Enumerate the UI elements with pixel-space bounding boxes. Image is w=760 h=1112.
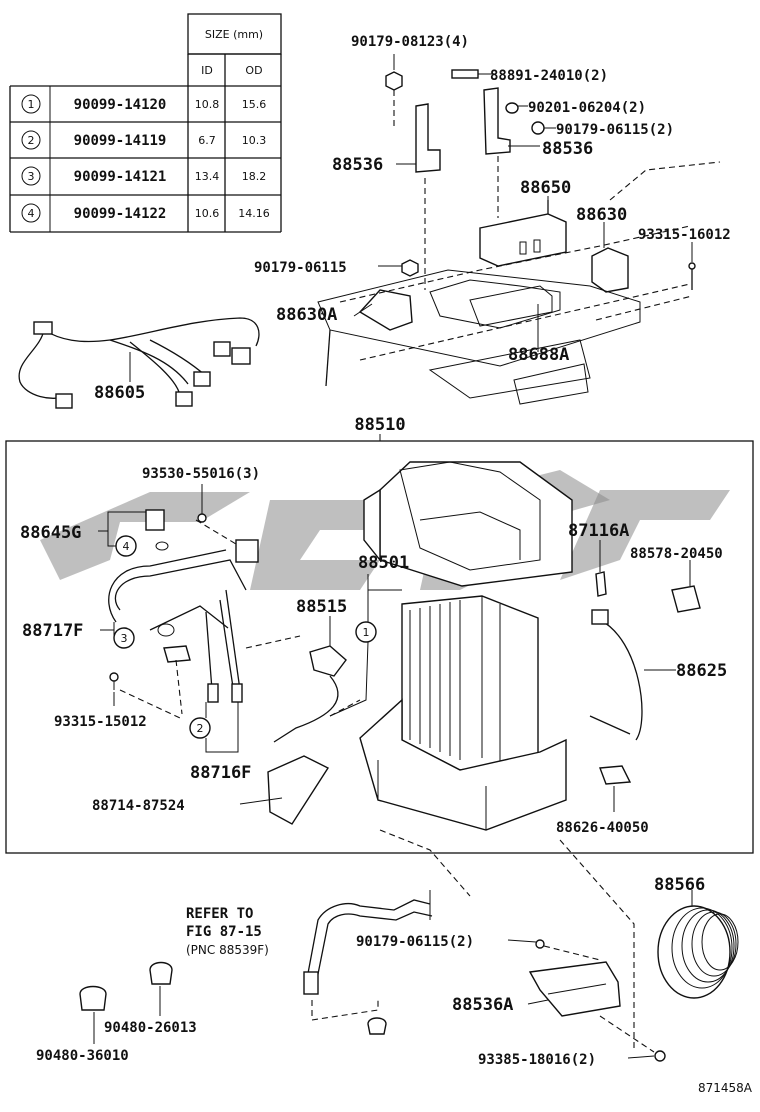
nut-icon <box>401 259 419 277</box>
bracket-icon <box>415 103 441 173</box>
table-row-od: 15.6 <box>242 98 267 111</box>
part-label-90179-06115-2: 90179-06115(2) <box>556 122 674 138</box>
part-label-87116A: 87116A <box>568 521 629 541</box>
servo-motor-icon <box>358 289 413 331</box>
washer-icon <box>505 102 519 114</box>
table-row-num: 2 <box>28 134 35 147</box>
part-label-88716F: 88716F <box>190 763 251 783</box>
table-row-num: 4 <box>28 207 35 220</box>
part-label-88510: 88510 <box>354 415 405 435</box>
part-label-90179-06115: 90179-06115 <box>254 260 347 276</box>
table-header-od: OD <box>245 64 262 77</box>
part-label-88891-24010: 88891-24010(2) <box>490 68 608 84</box>
table-row-od: 18.2 <box>242 170 267 183</box>
part-label-93315-15012: 93315-15012 <box>54 714 147 730</box>
part-label-88714-87524: 88714-87524 <box>92 798 185 814</box>
table-row-od: 14.16 <box>238 207 270 220</box>
part-label-88717F: 88717F <box>22 621 83 641</box>
table-row-part: 90099-14121 <box>74 169 167 185</box>
pressure-switch-icon <box>145 509 165 531</box>
bottom-assembly: REFER TO FIG 87-15 (PNC 88539F) 88566 90… <box>36 829 753 1095</box>
part-label-88578-20450: 88578-20450 <box>630 546 723 562</box>
connector-icon <box>671 585 701 613</box>
hose-size-marker: 2 <box>197 722 204 735</box>
assembly-frame <box>5 440 754 854</box>
part-label-88536: 88536 <box>332 155 383 175</box>
nut-icon <box>385 71 403 91</box>
duct-icon <box>657 905 731 999</box>
part-label-88645G: 88645G <box>20 523 81 543</box>
part-label-88650: 88650 <box>520 178 571 198</box>
part-label-88515: 88515 <box>296 597 347 617</box>
part-label-88536A: 88536A <box>452 995 513 1015</box>
hose-size-marker: 4 <box>123 540 130 553</box>
top-assembly: 90179-08123(4) 88891-24010(2) 90201-0620… <box>18 34 731 409</box>
drain-hose-icon <box>305 899 431 985</box>
table-header-id: ID <box>201 64 213 77</box>
part-label-90480-26013: 90480-26013 <box>104 1020 197 1036</box>
part-label-88630A: 88630A <box>276 305 337 325</box>
part-label-88688A: 88688A <box>508 345 569 365</box>
figure-id: 871458A <box>698 1081 753 1095</box>
nut-icon <box>531 121 545 135</box>
part-label-93385-18016: 93385-18016(2) <box>478 1052 596 1068</box>
table-row-id: 6.7 <box>198 134 216 147</box>
grommet-icon <box>367 1017 387 1035</box>
part-label-88630: 88630 <box>576 205 627 225</box>
part-label-90201-06204: 90201-06204(2) <box>528 100 646 116</box>
table-row-num: 3 <box>28 170 35 183</box>
wiring-harness-icon <box>43 317 260 347</box>
table-row-id: 10.6 <box>195 207 220 220</box>
part-label-88536: 88536 <box>542 139 593 159</box>
part-label-90480-36010: 90480-36010 <box>36 1048 129 1064</box>
part-label-93530-55016: 93530-55016(3) <box>142 466 260 482</box>
filter-icon <box>267 755 330 825</box>
grommet-icon <box>149 961 173 985</box>
part-label-88626-40050: 88626-40050 <box>556 820 649 836</box>
servo-motor-icon <box>591 247 629 293</box>
part-label-88605: 88605 <box>94 383 145 403</box>
table-row-num: 1 <box>28 98 35 111</box>
table-row-part: 90099-14119 <box>74 133 167 149</box>
bracket-icon <box>483 87 511 155</box>
evaporator-icon <box>401 595 539 771</box>
table-row-id: 10.8 <box>195 98 220 111</box>
hose-size-marker: 3 <box>121 632 128 645</box>
table-row-part: 90099-14122 <box>74 206 167 222</box>
reference-note: (PNC 88539F) <box>186 943 269 957</box>
part-label-90179-08123: 90179-08123(4) <box>351 34 469 50</box>
reference-note: REFER TO <box>186 906 253 922</box>
table-header-size: SIZE (mm) <box>205 28 263 41</box>
part-label-93315-16012: 93315-16012 <box>638 227 731 243</box>
hose-size-marker: 1 <box>363 626 370 639</box>
hose-size-table: SIZE (mm) ID OD 1 90099-14120 10.8 15.6 … <box>9 13 282 233</box>
part-label-88625: 88625 <box>676 661 727 681</box>
reference-note: FIG 87-15 <box>186 924 262 940</box>
expansion-valve-icon <box>309 645 347 677</box>
table-row-part: 90099-14120 <box>74 97 167 113</box>
resistor-icon <box>479 213 567 267</box>
table-row-id: 13.4 <box>195 170 220 183</box>
part-label-90179-06115-2: 90179-06115(2) <box>356 934 474 950</box>
part-label-88566: 88566 <box>654 875 705 895</box>
table-row-od: 10.3 <box>242 134 267 147</box>
thermistor-icon <box>591 609 609 625</box>
part-label-88501: 88501 <box>358 553 409 573</box>
assembly-88510: 88510 <box>5 415 754 854</box>
grommet-icon <box>79 985 107 1011</box>
